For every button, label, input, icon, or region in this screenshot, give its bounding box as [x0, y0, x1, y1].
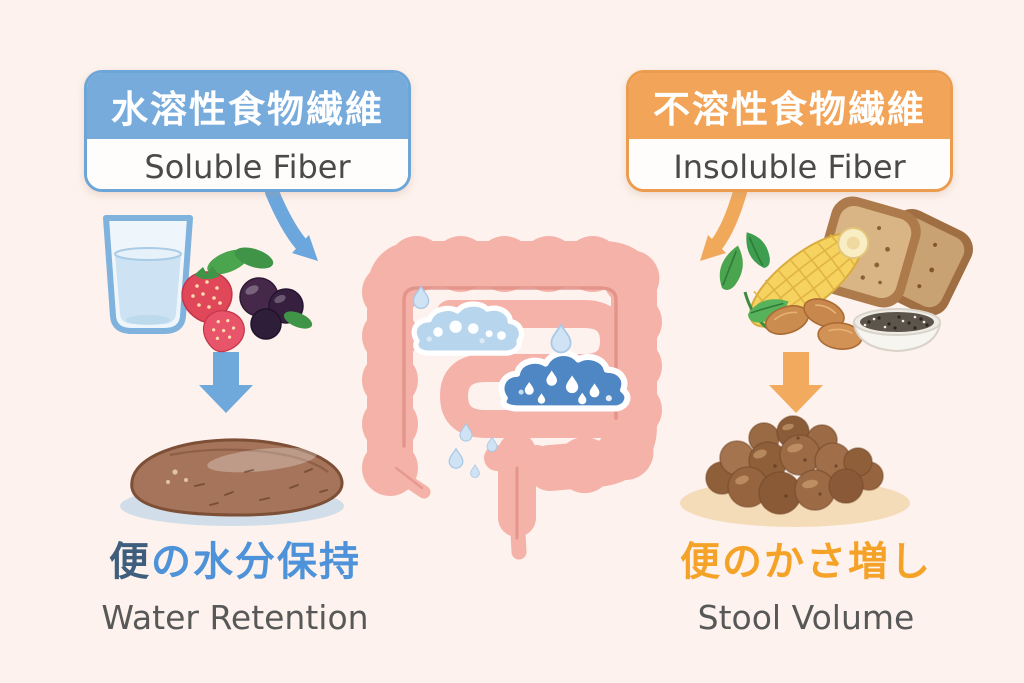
strawberries-icon [181, 247, 274, 353]
soluble-result-japanese: 便の水分保持 [109, 539, 361, 585]
insoluble-header-japanese: 不溶性食物繊維 [629, 73, 950, 139]
insoluble-fiber-header: 不溶性食物繊維 Insoluble Fiber [626, 70, 953, 192]
water-drop-icons [412, 285, 572, 479]
orange-down-arrow [769, 352, 823, 413]
soluble-gel-blob [411, 301, 525, 356]
blue-curved-arrow [265, 185, 318, 261]
insoluble-result-label: 便のかさ増し Stool Volume [656, 540, 956, 637]
insoluble-result-japanese: 便のかさ増し [680, 539, 932, 585]
insoluble-bulk-blob [498, 350, 631, 412]
insoluble-header-english: Insoluble Fiber [629, 139, 950, 189]
large-intestine-illustration [362, 236, 662, 560]
soluble-header-english: Soluble Fiber [87, 139, 408, 189]
insoluble-result-english: Stool Volume [697, 598, 915, 637]
smooth-stool-illustration [120, 438, 344, 526]
soluble-result-english: Water Retention [101, 598, 369, 637]
soluble-result-label: 便の水分保持 Water Retention [85, 540, 385, 637]
almonds-icon [764, 298, 863, 350]
soluble-fiber-header: 水溶性食物繊維 Soluble Fiber [84, 70, 411, 192]
chia-seed-bowl-icon [852, 308, 942, 353]
orange-curved-arrow [700, 185, 747, 261]
dark-berries-icon [239, 277, 313, 340]
bulky-stool-illustration [680, 415, 910, 527]
soluble-header-japanese: 水溶性食物繊維 [87, 73, 408, 139]
water-glass-icon [103, 215, 193, 334]
blue-down-arrow [199, 352, 253, 413]
